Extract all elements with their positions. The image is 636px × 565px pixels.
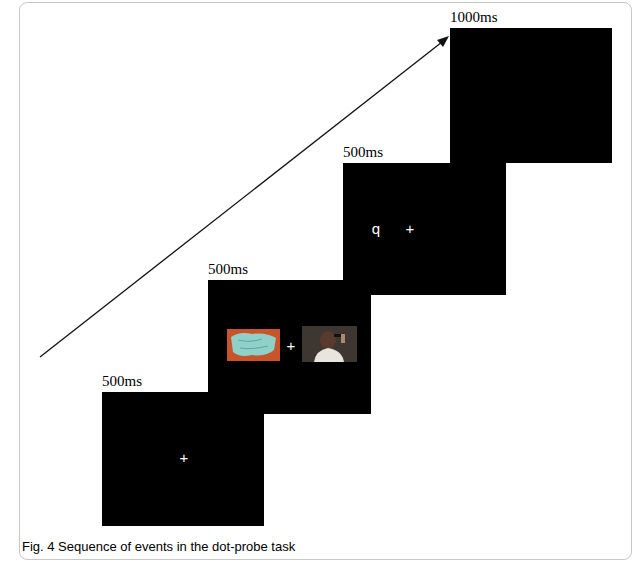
threat-picture [302,326,357,362]
neutral-picture [227,329,280,361]
fixation-cross: + [180,450,189,465]
duration-label: 1000ms [450,9,498,26]
display-screen: 1000ms [450,28,612,163]
duration-label: 500ms [343,144,383,161]
fixation-cross: + [406,221,415,236]
fixation-cross: + [287,338,296,353]
display-screen: 500ms+ [208,280,371,414]
figure-caption: Fig. 4 Sequence of events in the dot-pro… [22,539,295,554]
display-screen: 500msq+ [343,163,506,295]
duration-label: 500ms [208,261,248,278]
duration-label: 500ms [102,373,142,390]
probe-letter: q [372,221,380,236]
